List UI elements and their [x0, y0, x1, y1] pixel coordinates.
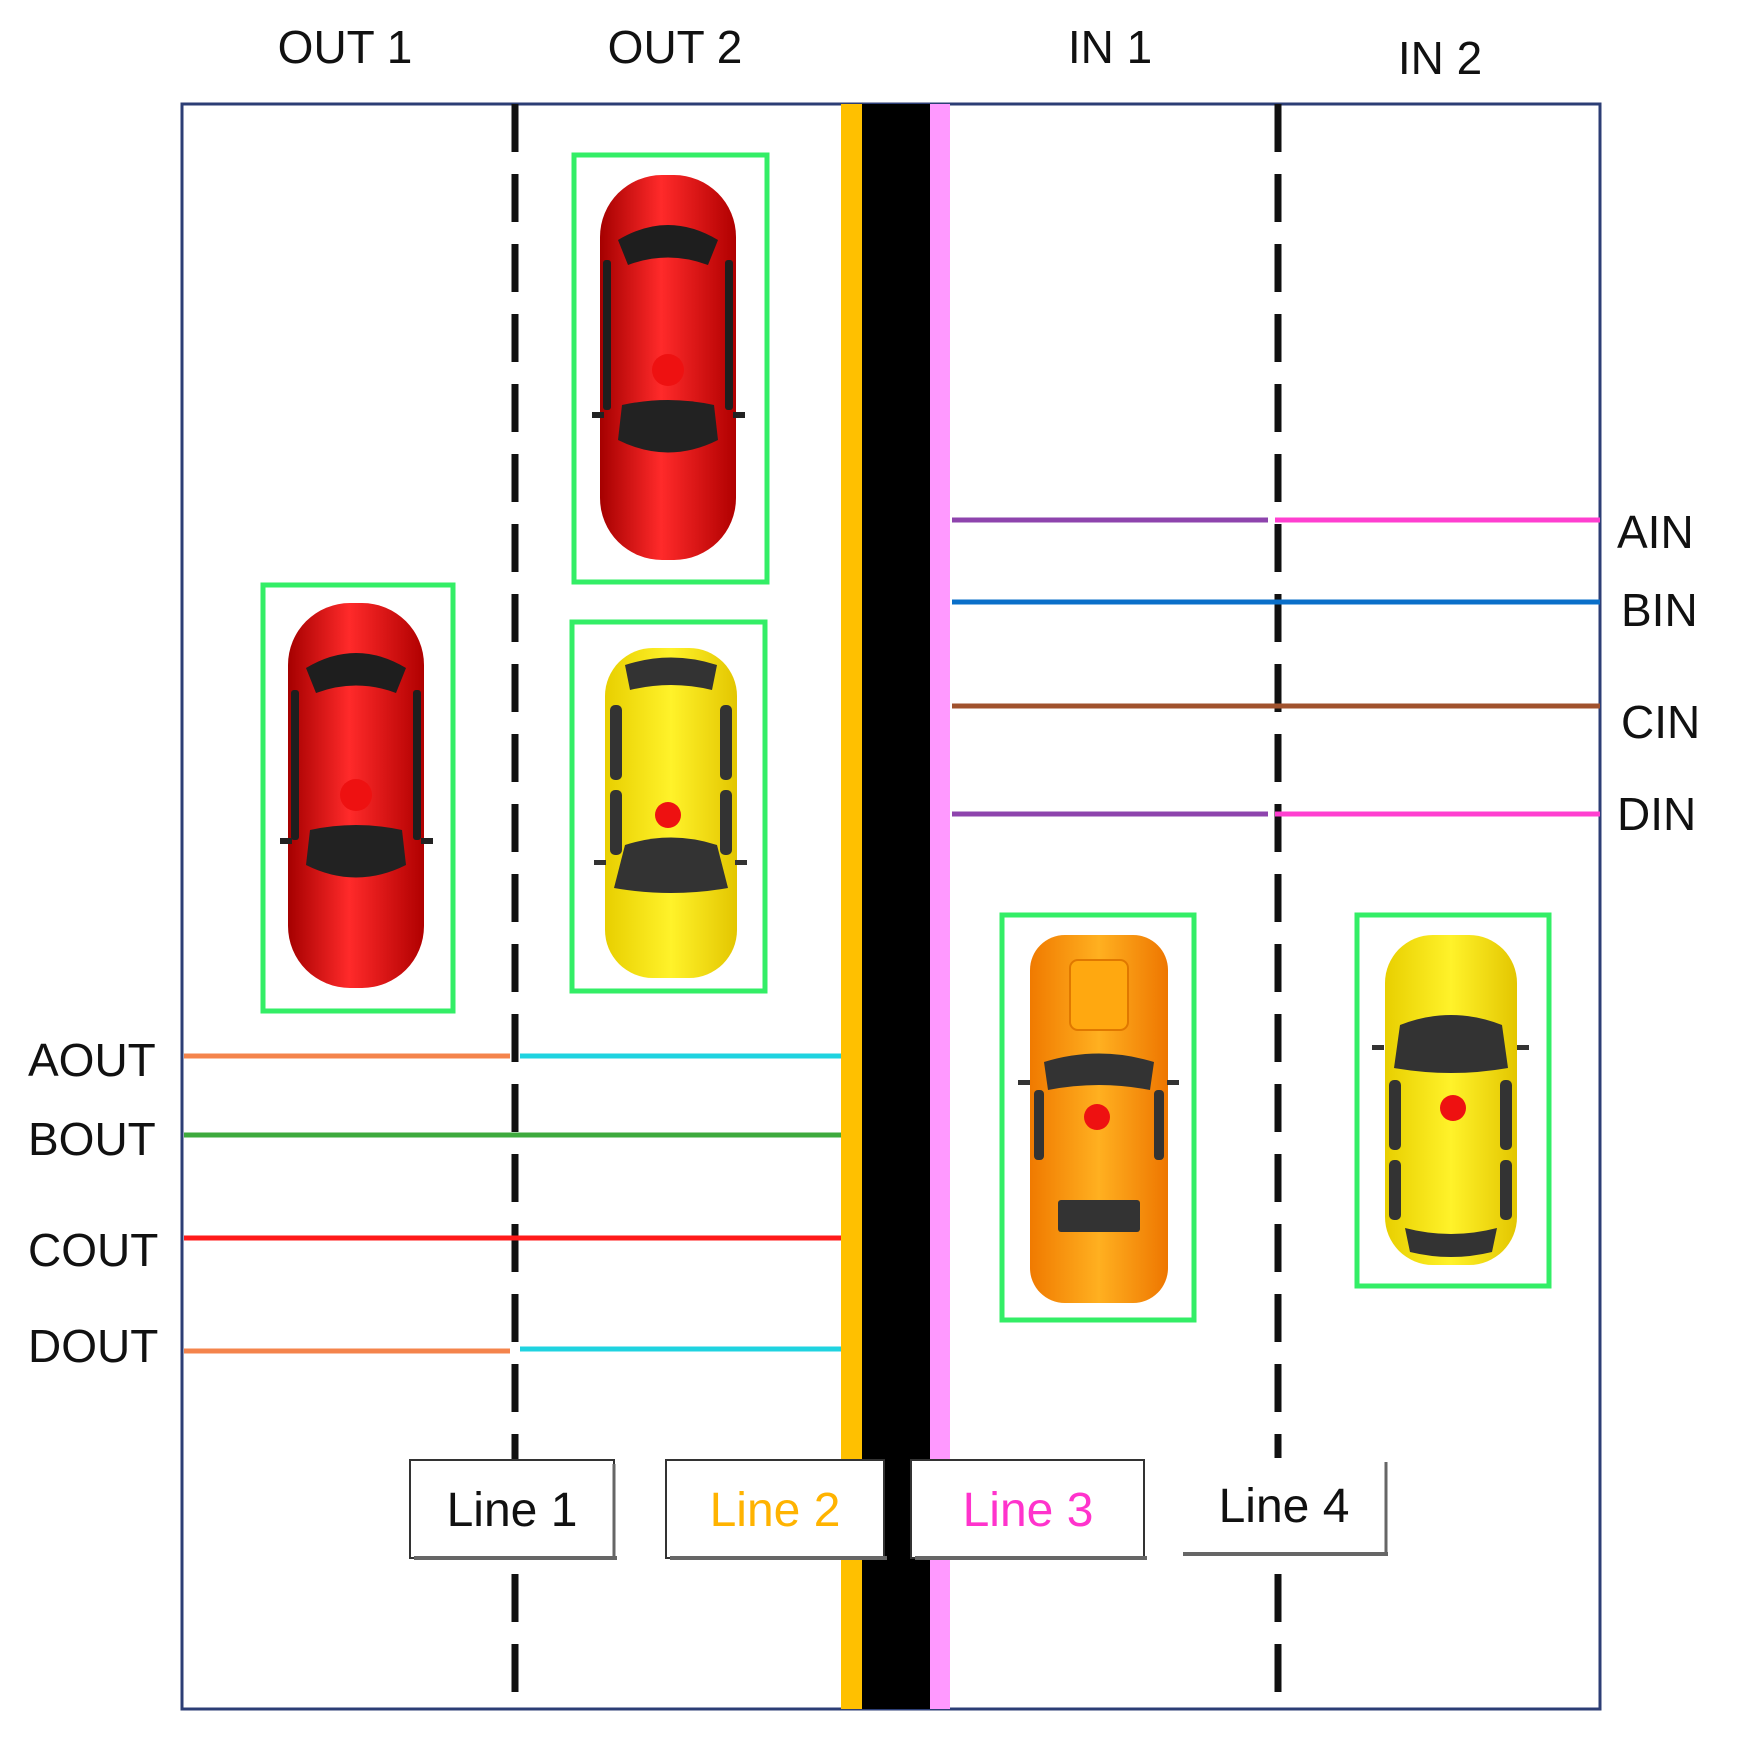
- line-3-pink-edge: [930, 104, 950, 1709]
- cin-label: CIN: [1621, 696, 1700, 748]
- cout-label: COUT: [28, 1224, 158, 1276]
- red-car: [592, 175, 745, 560]
- lane-header-out1: OUT 1: [278, 21, 413, 73]
- bin-label: BIN: [1621, 584, 1698, 636]
- car-bbox: [1354, 912, 1552, 1289]
- lane-header-out2: OUT 2: [608, 21, 743, 73]
- car-bbox: [999, 912, 1197, 1323]
- line-2-label: Line 2: [710, 1484, 841, 1537]
- car-bbox: [260, 582, 456, 1014]
- car-bbox: [569, 619, 768, 994]
- bout-label: BOUT: [28, 1113, 156, 1165]
- line-1-label: Line 1: [447, 1484, 578, 1537]
- red-car: [280, 603, 433, 988]
- car-bbox: [571, 152, 770, 585]
- orange-car: [1018, 935, 1179, 1303]
- line-4-label: Line 4: [1219, 1480, 1350, 1533]
- line-2-yellow-edge: [841, 104, 863, 1709]
- line-3-label: Line 3: [963, 1484, 1094, 1537]
- line-1-label-box: Line 1: [409, 1459, 617, 1560]
- aout-label: AOUT: [28, 1034, 156, 1086]
- dout-label: DOUT: [28, 1320, 158, 1372]
- median-barrier: [862, 104, 930, 1709]
- line-4-label-box: Line 4: [1183, 1458, 1388, 1556]
- line-3-label-box: Line 3: [910, 1459, 1147, 1560]
- lane-header-in2: IN 2: [1398, 32, 1482, 84]
- yellow-car: [1372, 935, 1529, 1265]
- yellow-car: [594, 648, 747, 978]
- line-2-label-box: Line 2: [665, 1459, 887, 1560]
- din-label: DIN: [1617, 788, 1696, 840]
- ain-label: AIN: [1617, 506, 1694, 558]
- lane-header-in1: IN 1: [1068, 21, 1152, 73]
